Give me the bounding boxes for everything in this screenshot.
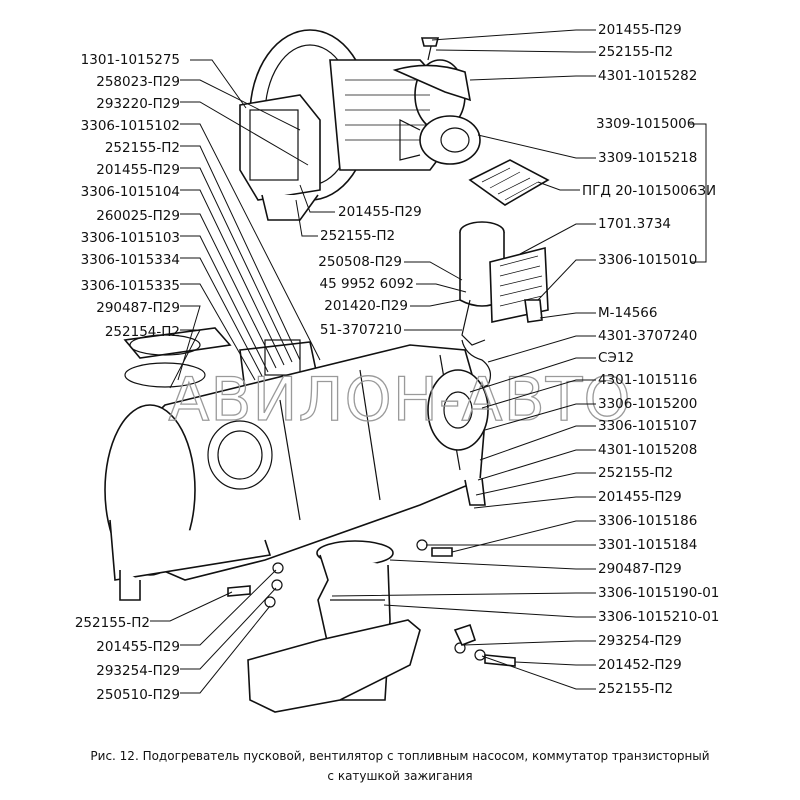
label-part: 3306-1015104 — [81, 184, 180, 200]
label-part: 4301-1015282 — [598, 68, 697, 84]
caption-line-1: Рис. 12. Подогреватель пусковой, вентиля… — [90, 749, 710, 763]
label-part: 258023-П29 — [96, 74, 180, 90]
bolt-set-right — [416, 539, 516, 667]
label-part: 260025-П29 — [96, 208, 180, 224]
label-part: 1301-1015275 — [81, 52, 180, 68]
label-part: 290487-П29 — [598, 561, 682, 577]
label-part: 201455-П29 — [338, 204, 422, 220]
shield-plate — [247, 619, 477, 713]
label-part: 3306-1015200 — [598, 396, 697, 412]
label-part: 3301-1015184 — [598, 537, 697, 553]
label-part: 201455-П29 — [96, 162, 180, 178]
label-group: 3309-1015006 — [596, 116, 695, 132]
label-part: 4301-1015208 — [598, 442, 697, 458]
labels-left: 1301-1015275 258023-П29 293220-П29 3306-… — [81, 52, 180, 340]
label-part: 201455-П29 — [598, 489, 682, 505]
label-part: ПГД 20-1015006ЗИ — [582, 183, 716, 199]
labels-bottom-left: 252155-П2 201455-П29 293254-П29 250510-П… — [75, 615, 180, 703]
label-part: 4301-3707240 — [598, 328, 697, 344]
label-part: 252155-П2 — [105, 140, 180, 156]
label-part: 3306-1015210-01 — [598, 609, 719, 625]
label-part: 3309-1015218 — [598, 150, 697, 166]
label-part: 201455-П29 — [96, 639, 180, 655]
label-part: М-14566 — [598, 305, 657, 321]
label-part: 3306-1015334 — [81, 252, 180, 268]
labels-right: 201455-П29 252155-П2 4301-1015282 3309-1… — [582, 22, 719, 697]
label-part: 201452-П29 — [598, 657, 682, 673]
label-part: 252154-П2 — [105, 324, 180, 340]
bolt-set-left — [227, 562, 284, 608]
label-part: 252155-П2 — [320, 228, 395, 244]
label-part: 1701.3734 — [598, 216, 671, 232]
figure-caption: Рис. 12. Подогреватель пусковой, вентиля… — [40, 746, 760, 786]
gasket-plate — [468, 159, 550, 206]
label-part: 290487-П29 — [96, 300, 180, 316]
ignition-cable — [461, 339, 492, 393]
heater-body — [104, 344, 489, 601]
label-part: 3306-1015186 — [598, 513, 697, 529]
label-part: 252155-П2 — [598, 44, 673, 60]
caption-line-2: с катушкой зажигания — [327, 769, 473, 783]
label-part: 252155-П2 — [598, 465, 673, 481]
label-part: 252155-П2 — [598, 681, 673, 697]
label-part: 250508-П29 — [318, 254, 402, 270]
label-part: 201420-П29 — [324, 298, 408, 314]
label-part: 3306-1015010 — [598, 252, 697, 268]
label-part: 4301-1015116 — [598, 372, 697, 388]
label-part: 3306-1015190-01 — [598, 585, 719, 601]
leader-lines — [150, 29, 707, 694]
label-part: 3306-1015103 — [81, 230, 180, 246]
watermark: АВИЛОН-АВТО — [168, 365, 631, 435]
label-part: 3306-1015107 — [598, 418, 697, 434]
label-part: 45 9952 6092 — [320, 276, 414, 292]
label-part: 3306-1015102 — [81, 118, 180, 134]
fuel-pump — [399, 115, 481, 165]
label-part: 293254-П29 — [598, 633, 682, 649]
heater-assembly-drawing — [104, 29, 550, 713]
fan-housing — [239, 29, 472, 221]
ignition-coil — [459, 221, 549, 346]
labels-mid: 201455-П29 252155-П2 250508-П29 45 9952 … — [318, 204, 422, 338]
label-part: СЭ12 — [598, 350, 634, 366]
label-part: 201455-П29 — [598, 22, 682, 38]
label-part: 250510-П29 — [96, 687, 180, 703]
label-part: 252155-П2 — [75, 615, 150, 631]
label-part: 293254-П29 — [96, 663, 180, 679]
label-part: 293220-П29 — [96, 96, 180, 112]
label-part: 3306-1015335 — [81, 278, 180, 294]
label-part: 51-3707210 — [320, 322, 402, 338]
